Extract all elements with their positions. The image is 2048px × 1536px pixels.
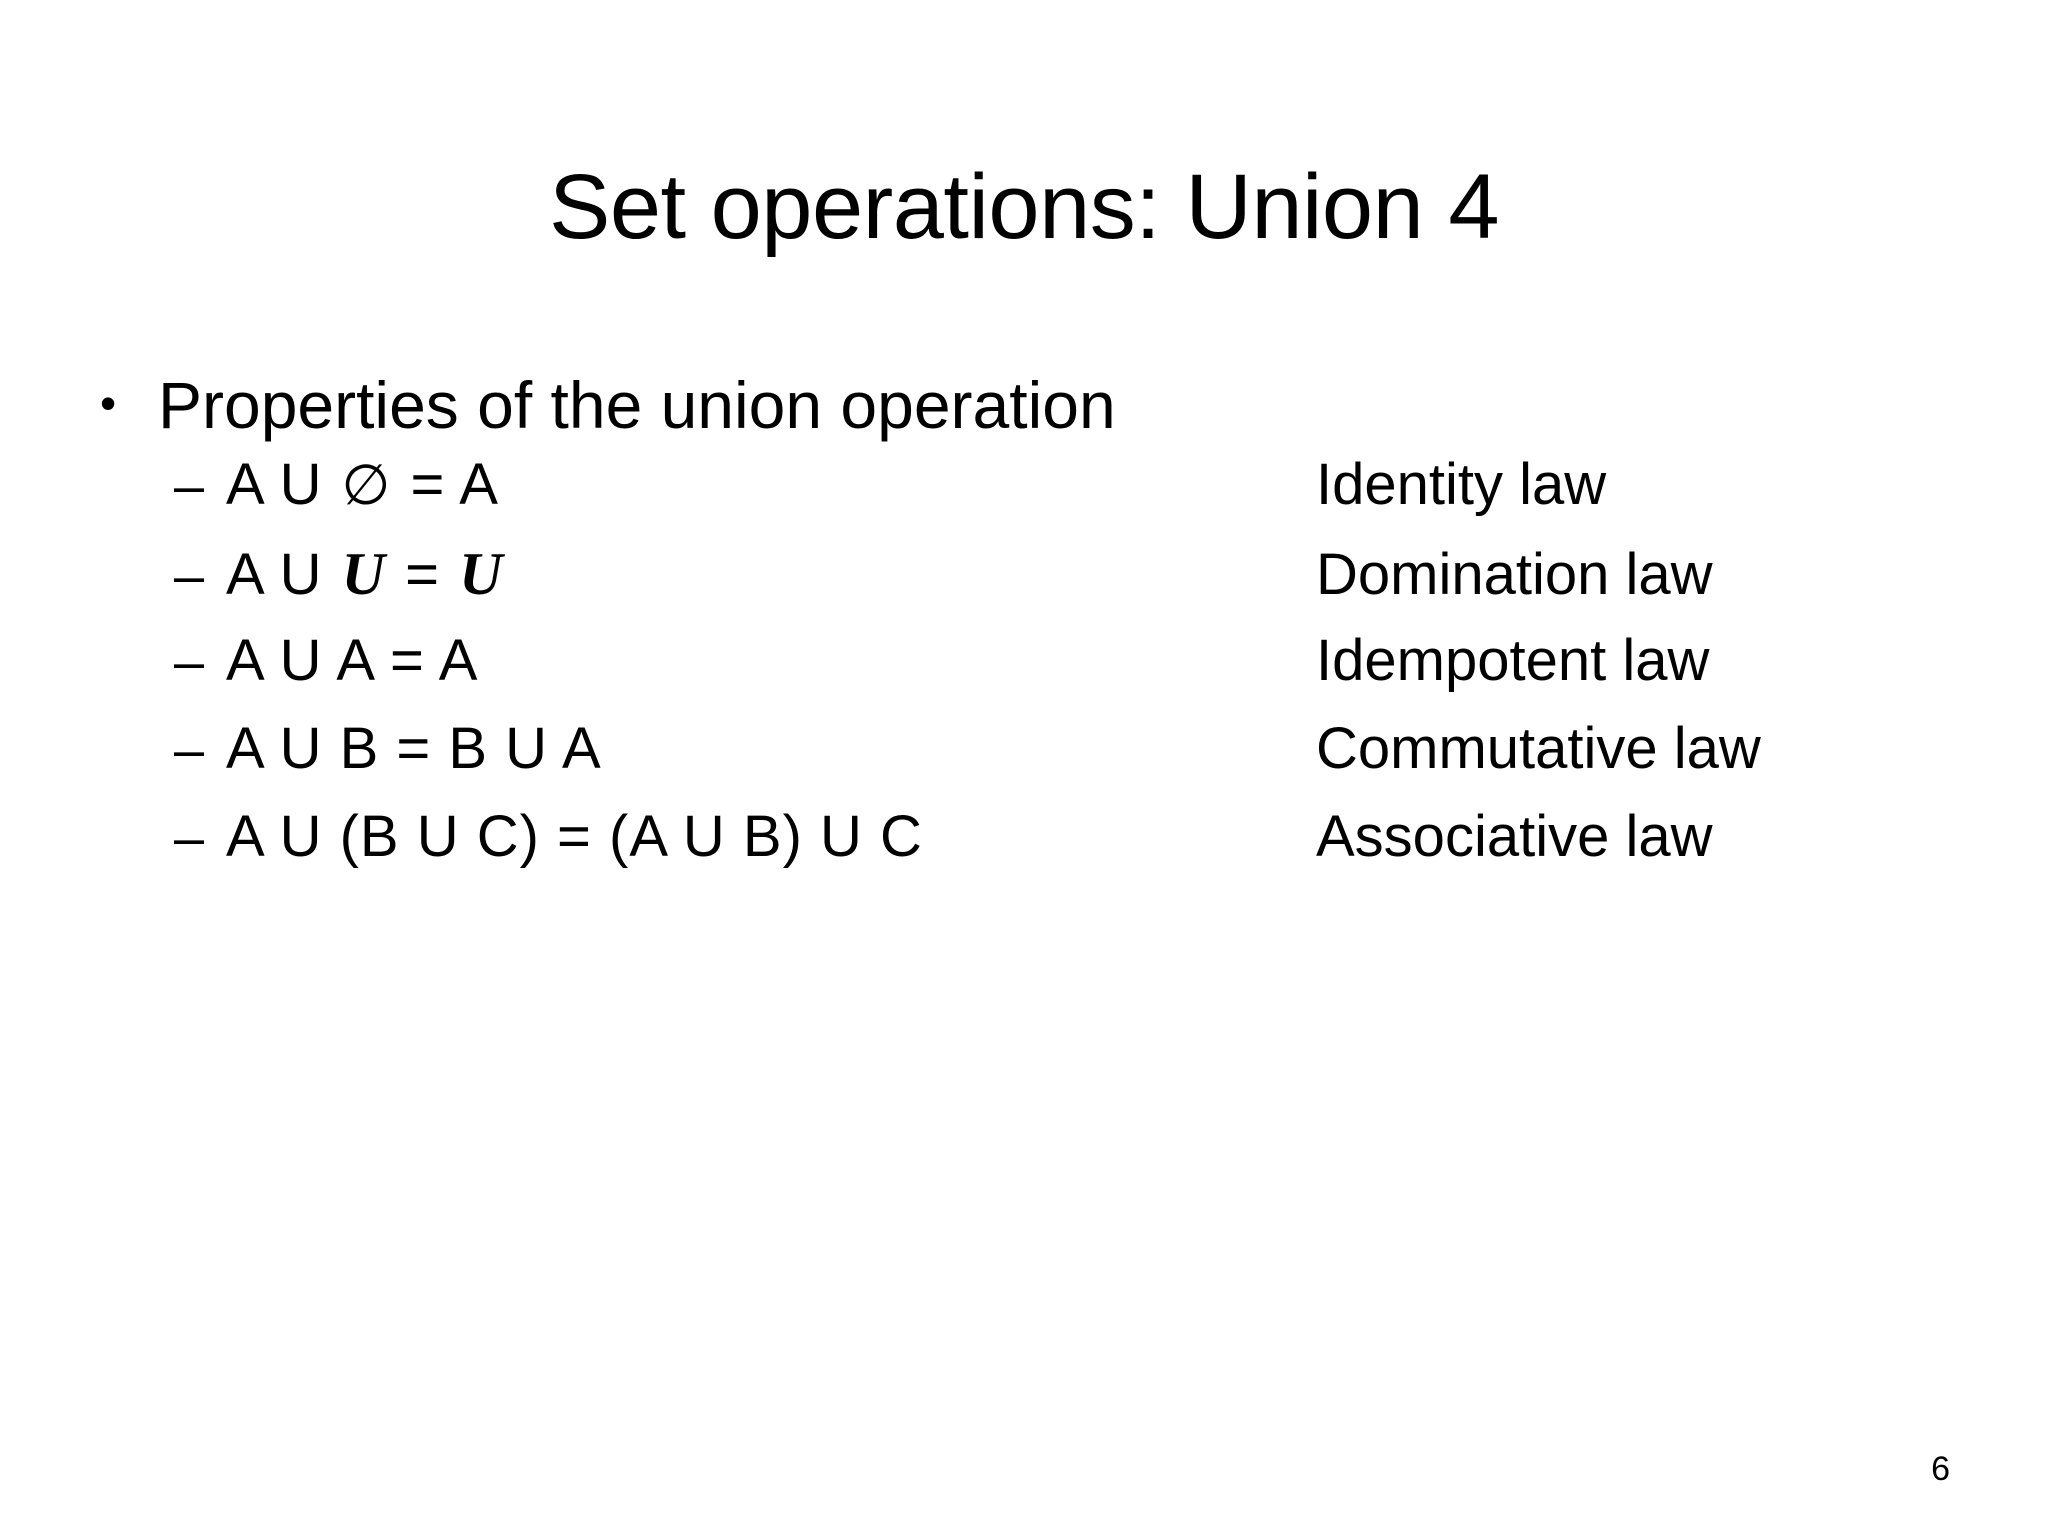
equation-identity: A U ∅ = A [226,456,1316,514]
list-item: – A U U = U Domination law [96,544,1986,632]
page-title: Set operations: Union 4 [548,155,1500,258]
dash-marker-icon: – [174,546,205,606]
equation-suffix: = [387,542,458,607]
bullet-marker-icon: • [100,377,117,429]
bullet-item-label: Properties of the union operation [158,368,1116,442]
equation-prefix: A U [226,542,340,607]
law-label-idempotent: Idempotent law [1316,628,1710,693]
list-item: – A U ∅ = A Identity law [96,456,1986,544]
slide-body: • Properties of the union operation – A … [96,372,1986,896]
equation-prefix: A U [226,452,340,517]
bullet-item-properties: • Properties of the union operation [96,372,1986,438]
law-label-identity: Identity law [1316,452,1607,517]
universal-set-symbol: U [341,541,386,607]
equation-suffix: = A [393,452,499,517]
equation-idempotent: A U A = A [226,628,479,693]
law-label-domination: Domination law [1316,542,1713,607]
dash-marker-icon: – [174,632,205,692]
equation-domination: A U U = U [226,544,1316,604]
universal-set-symbol: U [459,541,504,607]
list-item: – A U B = B U A Commutative law [96,720,1986,808]
dash-marker-icon: – [174,720,205,780]
equation-commutative: A U B = B U A [226,716,602,781]
dash-marker-icon: – [174,808,205,868]
empty-set-icon: ∅ [341,453,392,518]
equation-associative: A U (B U C) = (A U B) U C [226,804,923,869]
list-item: – A U (B U C) = (A U B) U C Associative … [96,808,1986,896]
law-label-associative: Associative law [1316,804,1713,869]
dash-marker-icon: – [174,456,205,516]
law-label-commutative: Commutative law [1316,716,1761,781]
union-laws-list: – A U ∅ = A Identity law – A U U = U Dom… [96,456,1986,896]
page-number: 6 [1931,1450,1950,1488]
list-item: – A U A = A Idempotent law [96,632,1986,720]
